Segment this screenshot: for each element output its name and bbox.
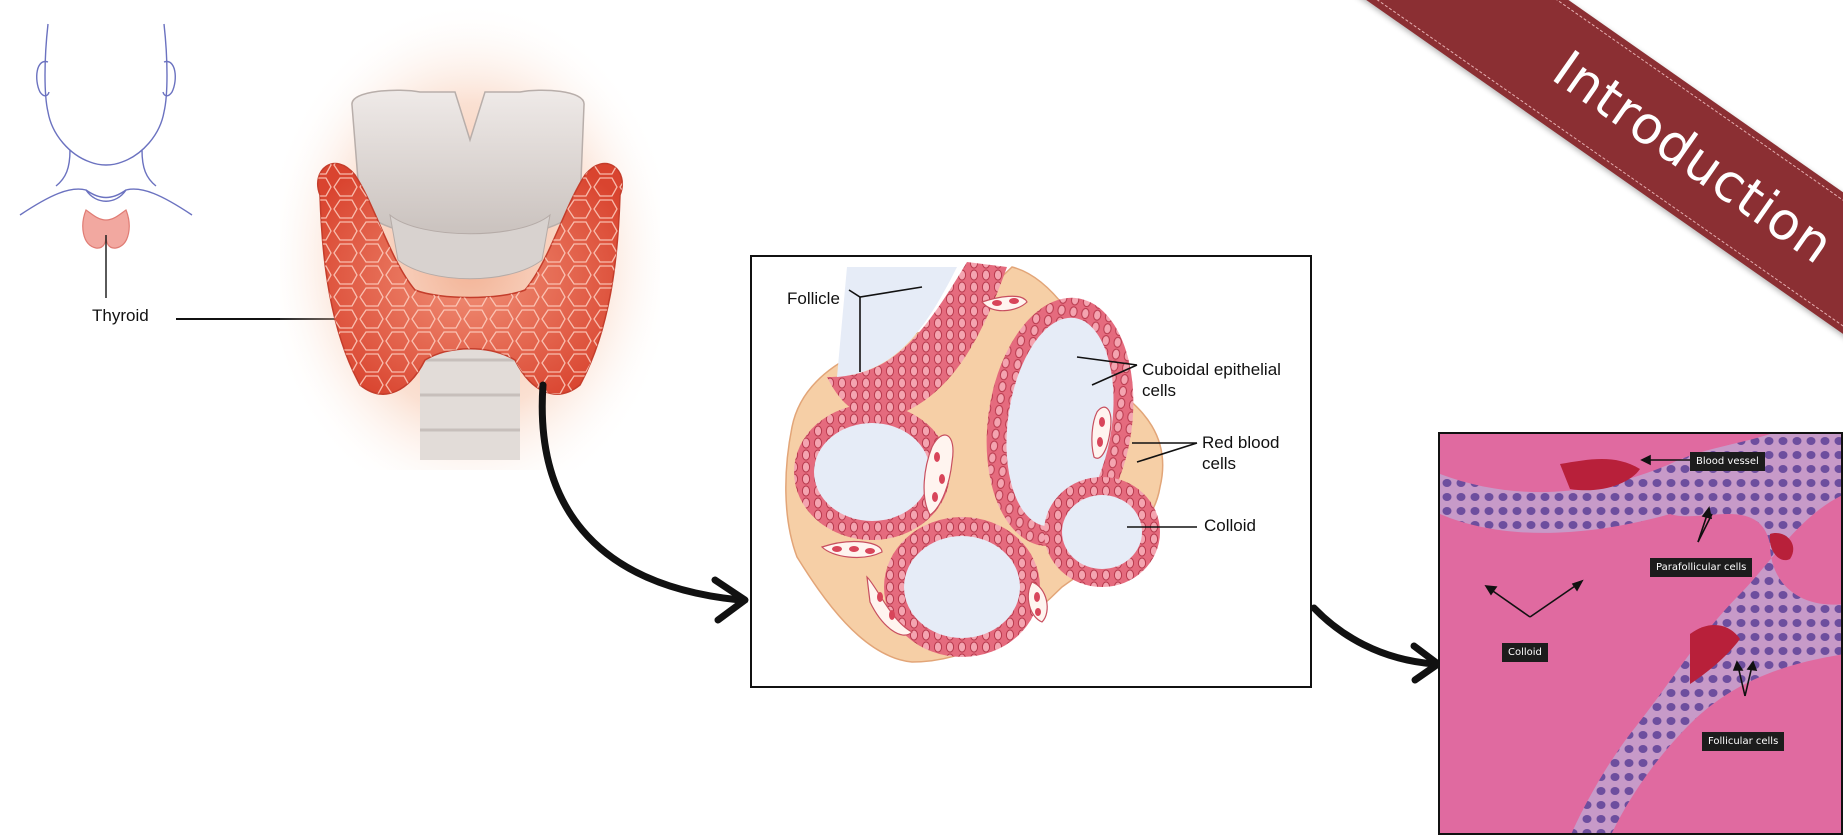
- cuboidal-label-line2: cells: [1142, 381, 1176, 401]
- arrow-to-follicle-icon: [530, 380, 760, 630]
- arrow-to-micrograph-icon: [1310, 600, 1450, 690]
- neck-outline-illustration: [0, 0, 230, 300]
- rbc-label: Red blood: [1202, 433, 1280, 453]
- micrograph-panel: Blood vessel Parafollicular cells Colloi…: [1438, 432, 1843, 835]
- introduction-banner: Introduction: [1348, 0, 1843, 360]
- follicle-diagram-panel: Follicle Cuboidal epithelial cells Red b…: [750, 255, 1312, 688]
- blood-vessel-tag: Blood vessel: [1690, 452, 1765, 471]
- thyroid-label: Thyroid: [92, 306, 149, 326]
- follicle-label: Follicle: [787, 289, 840, 309]
- banner-label: Introduction: [1363, 0, 1843, 360]
- rbc-label-line2: cells: [1202, 454, 1236, 474]
- follicular-tag: Follicular cells: [1702, 732, 1784, 751]
- micrograph-image: [1440, 434, 1843, 835]
- colloid-tag: Colloid: [1502, 643, 1548, 662]
- parafollicular-tag: Parafollicular cells: [1650, 558, 1752, 577]
- colloid-label: Colloid: [1204, 516, 1256, 536]
- corner-banner-clip: Introduction: [1343, 0, 1843, 360]
- cuboidal-label: Cuboidal epithelial: [1142, 360, 1281, 380]
